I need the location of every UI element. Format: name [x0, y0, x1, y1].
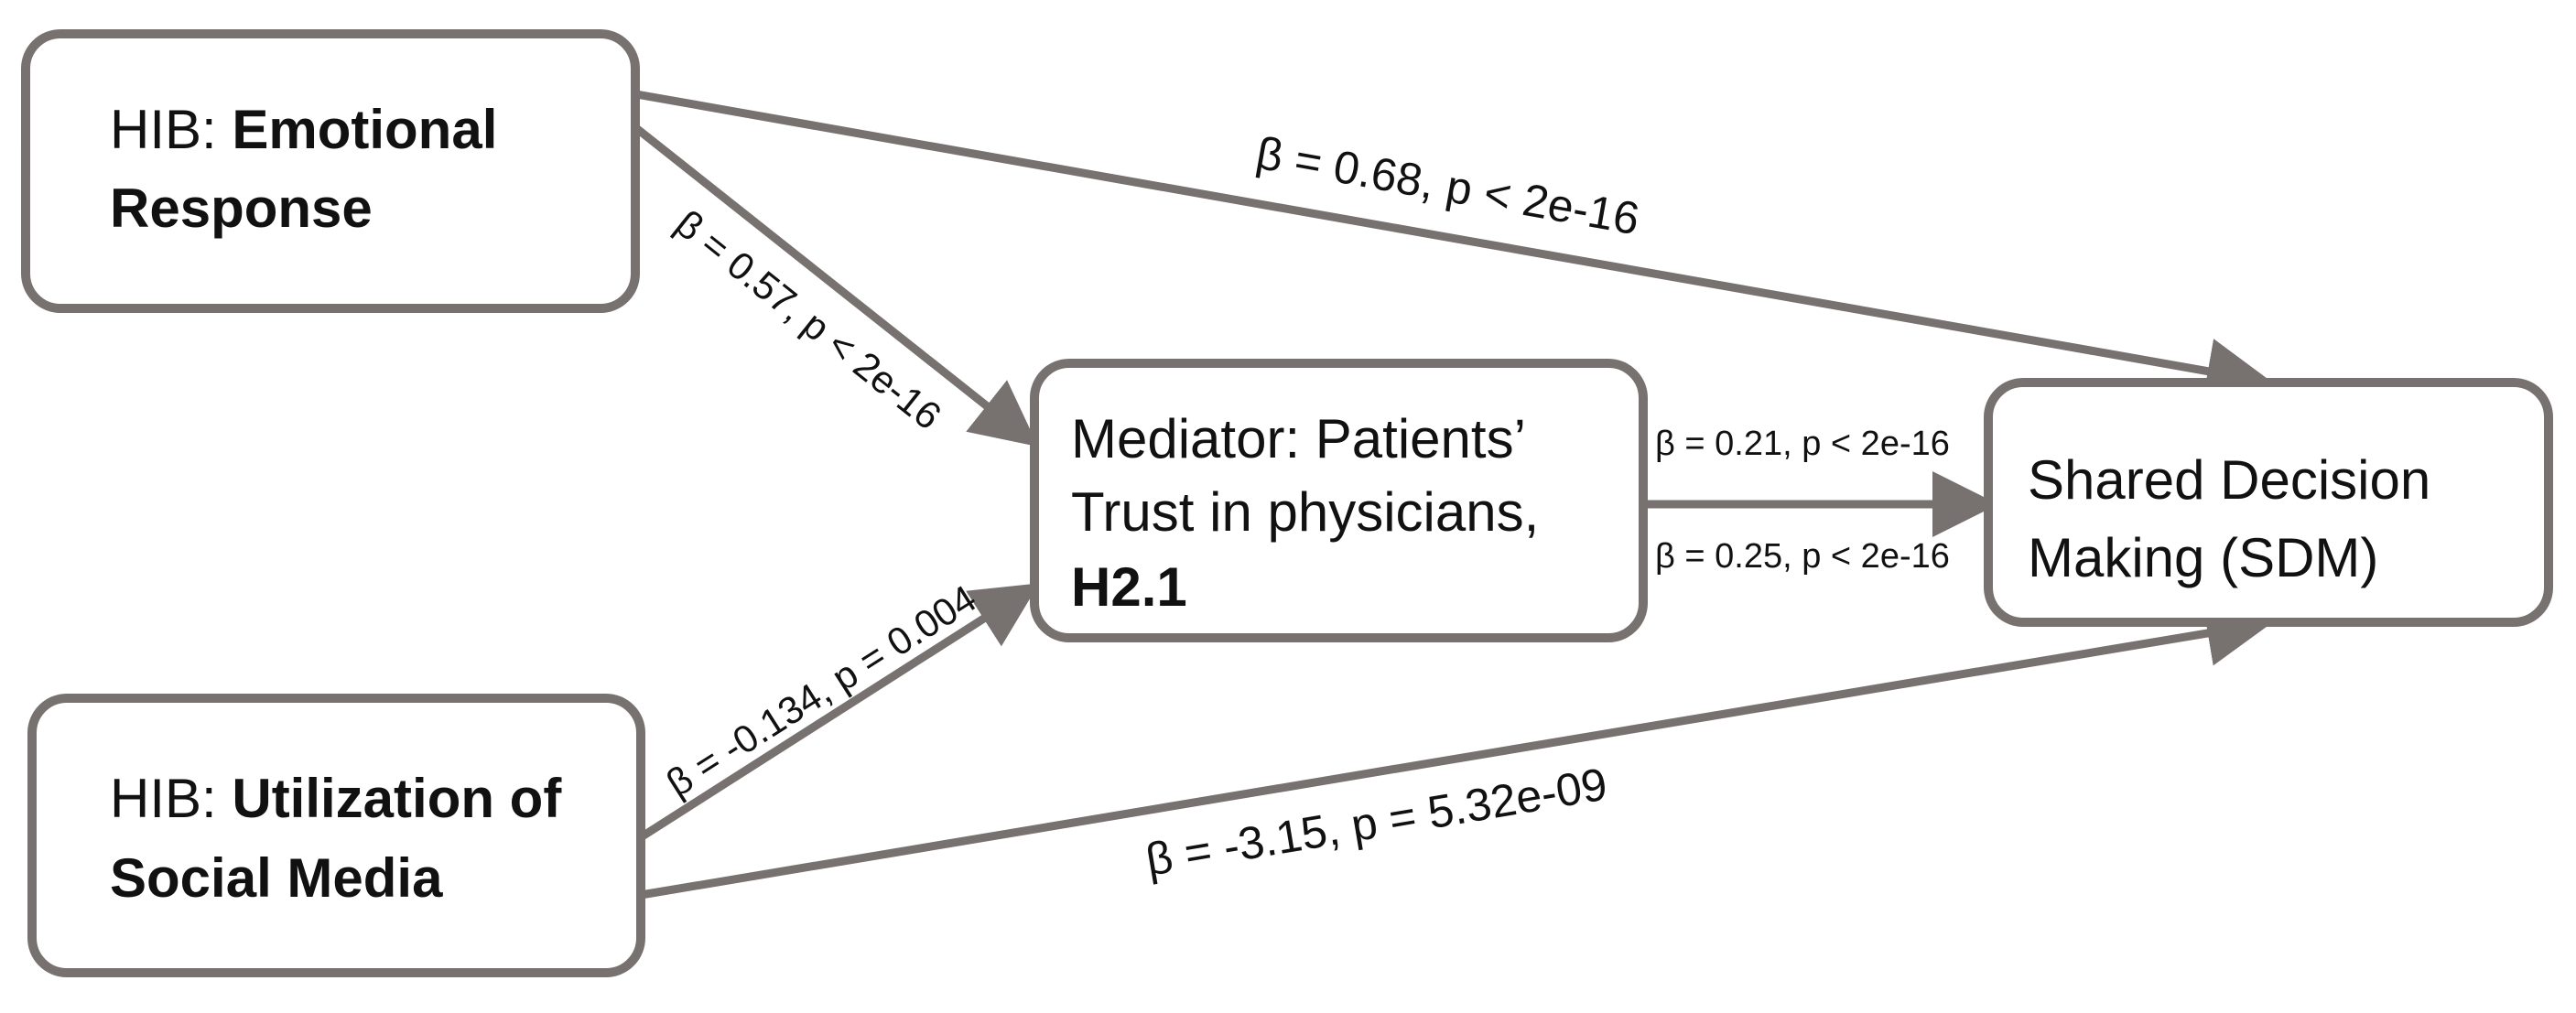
svg-text:HIB: Emotional: HIB: Emotional	[110, 99, 497, 160]
edge-emotional-to-mediator	[633, 124, 1039, 447]
node-sdm-line2: Making (SDM)	[2028, 527, 2378, 588]
node-social-title-line2: Social Media	[110, 847, 443, 909]
node-sdm: Shared Decision Making (SDM)	[1984, 378, 2553, 627]
node-mediator-line1: Mediator: Patients’	[1071, 408, 1526, 469]
node-mediator-line2: Trust in physicians,	[1071, 481, 1539, 543]
label-mediator-to-sdm-upper: β = 0.21, p < 2e-16	[1655, 425, 1950, 463]
edge-emotional-to-sdm	[635, 90, 2273, 404]
label-emotional-to-sdm: β = 0.68, p < 2e-16	[1252, 127, 1643, 245]
label-social-to-mediator: β = -0.134, p = 0.004	[659, 577, 984, 805]
label-mediator-to-sdm-lower: β = 0.25, p < 2e-16	[1655, 537, 1950, 576]
node-emotional-title: Emotional	[232, 99, 497, 160]
edge-social-to-sdm	[640, 600, 2273, 900]
node-social-title: Utilization of	[232, 768, 562, 829]
node-sdm-line1: Shared Decision	[2028, 449, 2430, 511]
node-social-prefix: HIB:	[110, 768, 232, 829]
edge-social-to-mediator	[638, 583, 1040, 841]
node-mediator: Mediator: Patients’ Trust in physicians,…	[1030, 359, 1648, 642]
node-emotional-title-line2: Response	[110, 178, 373, 239]
node-social-media: HIB: Utilization of Social Media	[27, 694, 645, 977]
svg-text:HIB: Utilization of: HIB: Utilization of	[110, 768, 562, 829]
node-emotional-prefix: HIB:	[110, 99, 232, 160]
label-emotional-to-mediator: β = 0.57, p < 2e-16	[667, 201, 949, 437]
node-emotional-response: HIB: Emotional Response	[21, 29, 640, 313]
node-mediator-hypothesis: H2.1	[1071, 556, 1187, 618]
label-social-to-sdm: β = -3.15, p = 5.32e-09	[1142, 758, 1611, 885]
